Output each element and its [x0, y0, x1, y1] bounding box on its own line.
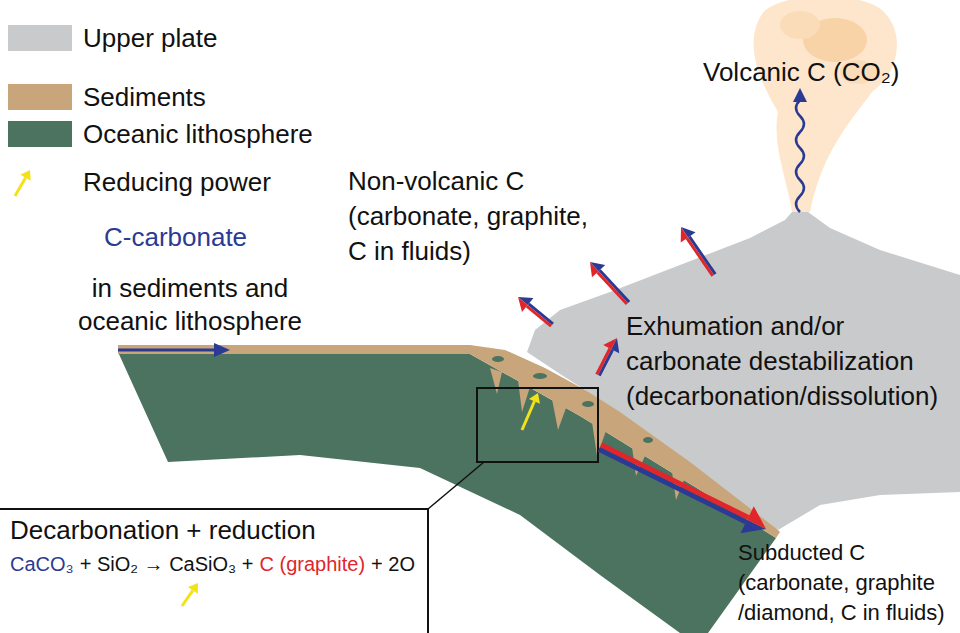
carbon-flux-arrow — [597, 349, 610, 375]
carbon-flux-arrowhead — [603, 338, 617, 349]
reducing-power-arrow — [188, 583, 198, 594]
volcanic-co2-arrowhead — [793, 88, 807, 102]
slab-fragment — [582, 401, 594, 407]
plume-shade — [780, 11, 820, 39]
carbon-flux-arrow — [529, 304, 553, 324]
carbonate-input-arrowhead — [214, 343, 230, 357]
equation-term: + 2O — [371, 550, 415, 578]
legend-arrow-sample — [15, 178, 26, 196]
equation-term: + SiO₂ → CaSiO₃ + — [80, 550, 254, 578]
reducing-power-arrow — [182, 583, 198, 606]
sediment-spike — [552, 399, 566, 430]
carbon-flux-arrow — [689, 237, 715, 275]
carbon-flux-arrow — [518, 297, 553, 326]
carbonate-location-label: in sediments and oceanic lithosphere — [70, 272, 310, 338]
inset-heading: Decarbonation + reduction — [10, 515, 316, 545]
carbonate-label: C-carbonate — [104, 222, 247, 252]
legend-arrow-sample — [20, 170, 30, 181]
carbon-flux-arrow — [527, 306, 551, 326]
carbon-flux-arrow — [597, 338, 620, 376]
carbon-flux-arrowhead — [590, 262, 599, 277]
volcanic-plume — [754, 0, 897, 212]
reducing-power-arrow — [522, 401, 534, 430]
carbon-flux-arrow — [601, 445, 748, 518]
carbonate-input-arrow — [118, 349, 216, 352]
sediment-spike — [518, 380, 530, 412]
volcanic-carbon-label: Volcanic C (CO₂) — [703, 57, 899, 87]
zoom-frame — [477, 388, 598, 462]
nonvolcanic-carbon-label: Non-volcanic C (carbonate, graphite, C i… — [348, 164, 606, 269]
equation-term: CaCO₃ — [10, 550, 74, 578]
carbon-flux-arrow — [681, 227, 716, 276]
reducing-power-arrow — [182, 590, 193, 606]
legend-swatch — [8, 25, 72, 51]
legend-arrow-sample — [15, 170, 31, 196]
legend-label: Reducing power — [83, 166, 271, 198]
leader-line — [428, 462, 484, 509]
carbon-flux-arrowhead — [518, 297, 528, 312]
inset-box: Decarbonation + reductionCaCO₃+ SiO₂ → C… — [0, 508, 429, 633]
carbon-flux-arrowhead — [747, 506, 766, 529]
reducing-power-arrow — [529, 393, 540, 404]
slab-fragment — [492, 356, 504, 362]
legend-label: Upper plate — [83, 22, 217, 54]
slab-fragment — [643, 437, 653, 443]
reducing-power-arrow — [522, 393, 540, 430]
legend-swatch — [8, 84, 72, 110]
carbon-flux-arrowhead — [681, 227, 688, 242]
carbon-flux-arrow — [687, 238, 713, 276]
carbon-flux-arrow — [599, 445, 766, 533]
carbon-flux-arrow — [590, 262, 629, 304]
upper-plate — [527, 212, 960, 530]
volcanic-co2-arrow — [796, 100, 804, 212]
subducted-carbon-label: Subducted C (carbonate, graphite /diamon… — [738, 538, 954, 628]
carbon-flux-arrow — [599, 449, 746, 522]
legend-label: Sediments — [83, 81, 206, 113]
slab-fragment — [533, 373, 547, 379]
carbon-flux-arrow — [597, 272, 626, 304]
carbon-flux-arrow — [600, 270, 629, 302]
legend-label: Oceanic lithosphere — [83, 118, 313, 150]
equation-term: C (graphite) — [259, 550, 365, 578]
sediment-spike — [490, 368, 502, 394]
exhumation-label: Exhumation and/or carbonate destabilizat… — [626, 309, 948, 414]
legend-swatch — [8, 121, 72, 147]
